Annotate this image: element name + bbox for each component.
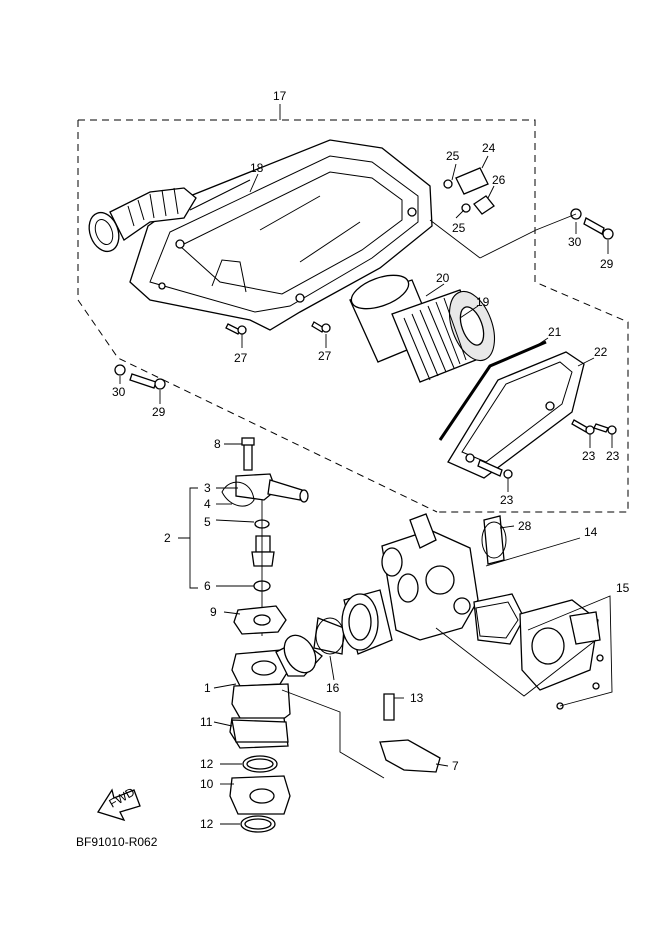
fwd-arrow-icon: FWD bbox=[96, 785, 141, 822]
callout-6: 6 bbox=[204, 579, 211, 593]
callout-27-left: 27 bbox=[234, 351, 248, 365]
callout-10: 10 bbox=[200, 777, 214, 791]
callout-28: 28 bbox=[518, 519, 532, 533]
callout-19: 19 bbox=[476, 295, 490, 309]
air-cleaner-case bbox=[88, 139, 433, 331]
callout-24: 24 bbox=[482, 141, 496, 155]
callout-22: 22 bbox=[594, 345, 608, 359]
callout-12-bottom: 12 bbox=[200, 817, 214, 831]
callout-30-right: 30 bbox=[568, 235, 582, 249]
intake-joint bbox=[213, 605, 385, 833]
callout-7: 7 bbox=[452, 759, 459, 773]
callout-30-left: 30 bbox=[112, 385, 126, 399]
callout-13: 13 bbox=[410, 691, 424, 705]
callout-23-c: 23 bbox=[500, 493, 514, 507]
leader-lines-upper bbox=[119, 155, 613, 492]
callout-15: 15 bbox=[616, 581, 630, 595]
callout-29-right: 29 bbox=[600, 257, 614, 271]
callout-25-bottom: 25 bbox=[452, 221, 466, 235]
callout-25-top: 25 bbox=[446, 149, 460, 163]
callout-29-left: 29 bbox=[152, 405, 166, 419]
callout-17: 17 bbox=[273, 89, 287, 103]
callout-12-top: 12 bbox=[200, 757, 214, 771]
fasteners-upper bbox=[114, 167, 617, 479]
callout-16: 16 bbox=[326, 681, 340, 695]
callout-4: 4 bbox=[204, 497, 211, 511]
callout-8: 8 bbox=[214, 437, 221, 451]
callout-21: 21 bbox=[548, 325, 562, 339]
group-17-outline bbox=[77, 104, 629, 513]
callout-2: 2 bbox=[164, 531, 171, 545]
callout-26: 26 bbox=[492, 173, 506, 187]
cover-and-seal bbox=[438, 340, 585, 479]
callout-23-b: 23 bbox=[606, 449, 620, 463]
callout-labels: 17 18 24 25 26 25 30 29 20 19 21 22 27 2… bbox=[112, 89, 630, 831]
callout-5: 5 bbox=[204, 515, 211, 529]
diagram-code: BF91010-R062 bbox=[76, 835, 158, 849]
callout-9: 9 bbox=[210, 605, 217, 619]
filter-element bbox=[349, 274, 496, 383]
throttle-body bbox=[313, 513, 613, 773]
callout-20: 20 bbox=[436, 271, 450, 285]
callout-1: 1 bbox=[204, 681, 211, 695]
callout-27-right: 27 bbox=[318, 349, 332, 363]
callout-3: 3 bbox=[204, 481, 211, 495]
sensor-assembly bbox=[178, 437, 309, 636]
callout-14: 14 bbox=[584, 525, 598, 539]
callout-11: 11 bbox=[200, 715, 213, 729]
callout-18: 18 bbox=[250, 161, 264, 175]
callout-23-a: 23 bbox=[582, 449, 596, 463]
